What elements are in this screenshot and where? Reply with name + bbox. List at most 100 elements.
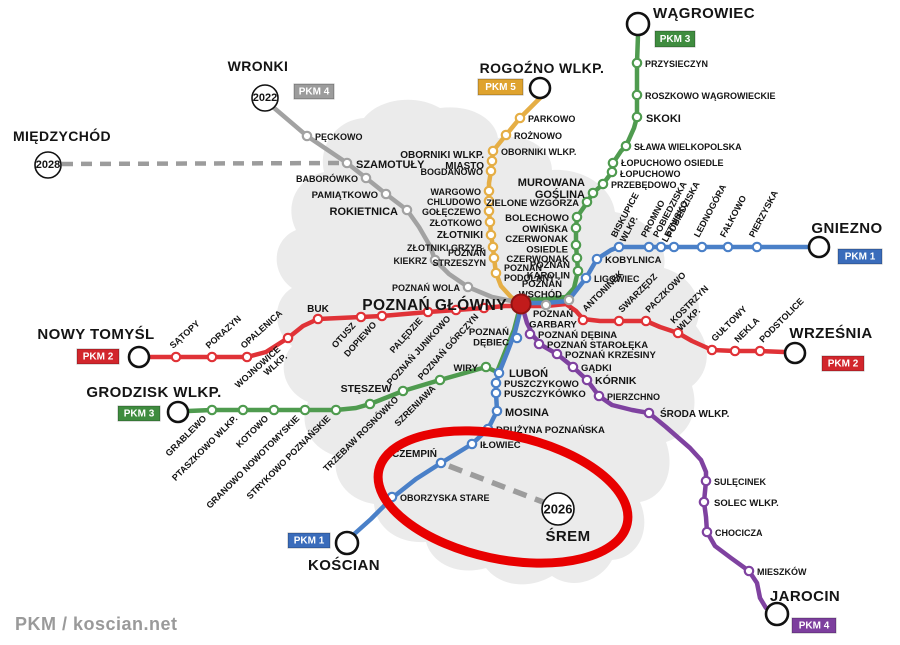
line-badge-text-ko-cian: PKM 1 — [294, 536, 325, 547]
station-label-oborniki-wlkp-miasto: OBORNIKI WLKP. — [400, 150, 484, 161]
station-dot-pozna-strzeszyn — [488, 252, 500, 264]
station-dot-go-czewo — [483, 205, 495, 217]
station-dot-wargowo — [483, 185, 495, 197]
line-badge-text-gniezno: PKM 1 — [845, 252, 876, 263]
station-dot-strykowo-pozna-skie — [330, 404, 342, 416]
station-label-rokietnica: ROKIETNICA — [330, 206, 399, 218]
station-dot-ro-nowo — [500, 129, 512, 141]
station-dot-owi-ska — [570, 222, 582, 234]
highlight-ellipse-srem — [373, 426, 633, 568]
line-badge-text-rogo-no-wlkp: PKM 5 — [485, 82, 516, 93]
station-label-s-awa-wielkopolska: SŁAWA WIELKOPOLSKA — [634, 142, 742, 152]
station-label-szamotu-y: SZAMOTUŁY — [356, 159, 425, 171]
station-dot-pami-tkowo — [380, 188, 392, 200]
hub-dot-poznan-glowny — [510, 293, 532, 315]
station-label-chludowo: CHLUDOWO — [427, 197, 481, 207]
station-dot-ptaszkowo-wlkp — [237, 404, 249, 416]
station-label-czerwonak: CZERWONAK — [506, 254, 569, 265]
terminal-label-gniezno: GNIEZNO — [811, 220, 882, 237]
station-label-buk: BUK — [307, 304, 329, 315]
terminal-circle-jarocin — [764, 601, 790, 627]
station-label-solec-wlkp: SOLEC WLKP. — [714, 498, 779, 509]
station-label-czempi: CZEMPIŃ — [392, 447, 437, 460]
station-dot-s-awa-wielkopolska — [620, 140, 632, 152]
station-label-przysieczyn: PRZYSIECZYN — [645, 59, 708, 69]
station-dot-kotowo — [268, 404, 280, 416]
station-dot-mosina — [491, 405, 503, 417]
station-dot-puszczyk-wko — [490, 387, 502, 399]
station-label-czerwonak-osiedle: CZERWONAK — [505, 234, 568, 245]
year-marker-wronki — [251, 84, 279, 112]
station-label-s-topy: SĄTOPY — [168, 318, 202, 350]
station-dot-murowana-go-lina — [587, 187, 599, 199]
station-dot-szreniawa — [434, 374, 446, 386]
station-dot-chocicza — [701, 526, 713, 538]
station-dot-z-otniki-grzyb — [487, 241, 499, 253]
station-label-oborniki-wlkp: OBORNIKI WLKP. — [501, 147, 576, 157]
year-text-wronki: 2022 — [253, 92, 277, 104]
station-dot-oborniki-wlkp-miasto — [486, 155, 498, 167]
station-dot-z-otniki — [485, 229, 497, 241]
station-dot-mieszk-w — [743, 565, 755, 577]
station-dot-opalenica — [241, 351, 253, 363]
terminal-label-jarocin: JAROCIN — [770, 588, 840, 605]
station-label-kiekrz: KIEKRZ — [394, 256, 428, 266]
station-dot-granowo-nowotomyskie — [299, 404, 311, 416]
station-dot-pozna-g-rczyn — [478, 302, 490, 314]
line-badge-text-wrze-nia: PKM 2 — [828, 359, 859, 370]
station-dot-ligowiec — [580, 272, 592, 284]
station-dot-pozna-garbary — [540, 299, 552, 311]
station-dot-s-topy — [170, 351, 182, 363]
station-label-owi-ska: OWIŃSKA — [522, 224, 568, 235]
line-badge-pkm-2-wrze-nia — [821, 355, 865, 372]
station-dot-swarz-dz — [613, 315, 625, 327]
rail-line-pkm1-koscian-gniezno — [349, 244, 811, 539]
station-dot-parkowo — [514, 112, 526, 124]
terminal-circle-rogo-no-wlkp — [528, 76, 552, 100]
station-dot-trzebaw-rosn-wko — [397, 385, 409, 397]
station-label-mosina: MOSINA — [505, 407, 549, 419]
line-badge-pkm-4-wronki — [293, 83, 335, 100]
station-label-pozna-wsch-d: POZNAŃ — [522, 279, 562, 290]
station-dot-pozna-junikowo — [450, 304, 462, 316]
station-label-p-ckowo: PĘCKOWO — [315, 132, 363, 142]
station-dot-p-ckowo — [301, 130, 313, 142]
line-badge-pkm-5-rogo-no-wlkp — [477, 78, 524, 96]
station-dot-pozna-karolin — [572, 265, 584, 277]
station-label-pozna-strzeszyn: POZNAŃ — [448, 248, 486, 258]
station-label-pozna-karolin: KAROLIN — [527, 271, 570, 282]
terminal-label-ko-cian: KOŚCIAN — [308, 556, 380, 574]
station-label-opuchowo: ŁOPUCHOWO — [620, 169, 681, 179]
station-dot-chludowo — [483, 195, 495, 207]
station-dot-roda-wlkp — [643, 407, 655, 419]
station-label-z-otkowo: ZŁOTKOWO — [430, 218, 483, 228]
year-text-mi-dzych-d: 2028 — [36, 159, 60, 171]
station-dot-gu-towy — [706, 344, 718, 356]
line-badge-text-nowy-tomy-l: PKM 2 — [83, 352, 114, 363]
station-label-ligowiec: LIGOWIEC — [594, 274, 640, 284]
hub-label: POZNAŃ GŁÓWNY — [362, 296, 507, 314]
station-dot-opuchowo-osiedle — [607, 157, 619, 169]
station-dot-opuchowo — [606, 166, 618, 178]
station-label-bolechowo: BOLECHOWO — [505, 213, 569, 224]
station-label-lubo: LUBOŃ — [509, 367, 548, 380]
station-dot-pozna-podolany — [490, 267, 502, 279]
rail-line-planned-2026-srem — [448, 463, 544, 505]
station-dot-kiekrz — [429, 254, 441, 266]
station-dot-oborniki-wlkp — [487, 145, 499, 157]
station-dot-solec-wlkp — [698, 496, 710, 508]
station-dot-roszkowo-w-growieckie — [631, 89, 643, 101]
station-dot-bogdanowo — [485, 165, 497, 177]
station-dot-czerwonak — [571, 252, 583, 264]
station-label-k-rnik: KÓRNIK — [595, 374, 637, 387]
station-label-dru-yna-pozna-ska: DRUŻYNA POZNAŃSKA — [496, 425, 605, 436]
station-label-czerwonak-osiedle: OSIEDLE — [526, 245, 568, 256]
line-badge-text-grodzisk-wlkp: PKM 3 — [124, 409, 155, 420]
station-dot-wojnowice-wlkp — [282, 332, 294, 344]
terminal-circle-nowy-tomy-l — [127, 345, 151, 369]
credit-text: PKM / koscian.net — [15, 614, 178, 634]
station-dot-k-rnik — [581, 374, 593, 386]
terminal-circle-grodzisk-wlkp — [166, 400, 190, 424]
